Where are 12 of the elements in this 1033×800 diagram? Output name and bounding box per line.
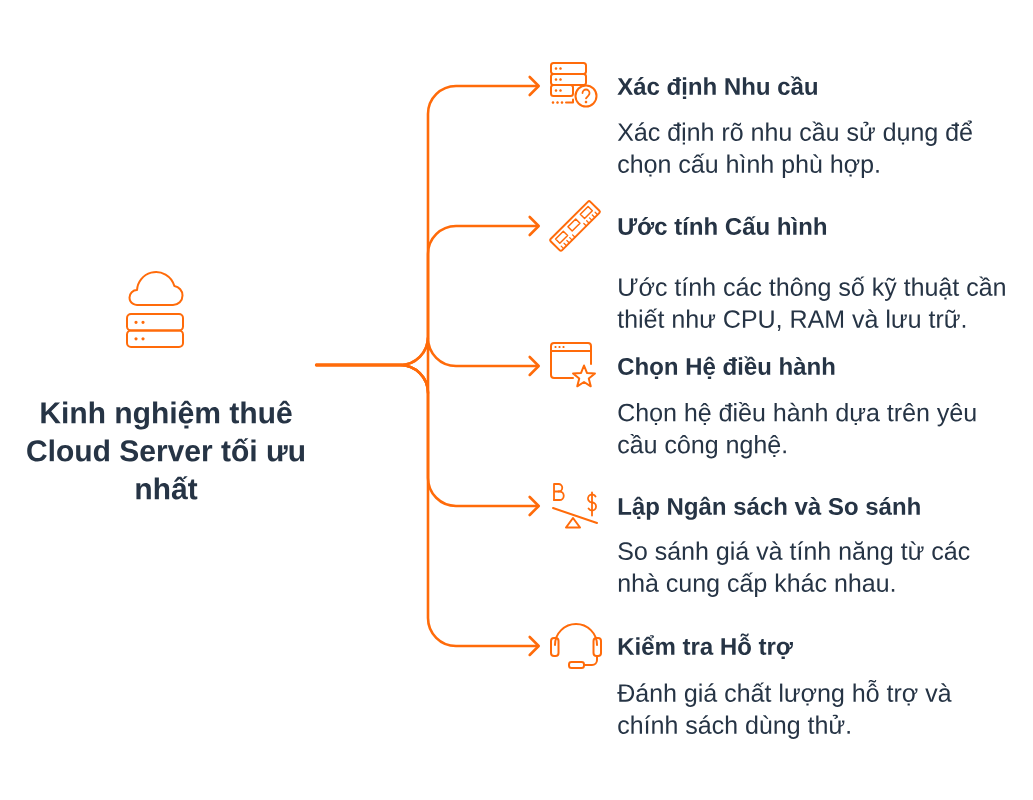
- description: Chọn hệ điều hành dựa trên yêu cầu công nghệ.: [618, 402, 976, 459]
- heading: Lập Ngân sách và So sánh: [618, 496, 920, 520]
- description: Đánh giá chất lượng hỗ trợ và chính sách dùng thử.: [617, 680, 952, 739]
- heading: Chọn Hệ điều hành: [618, 356, 835, 379]
- arrow: [314, 363, 540, 657]
- description: Xác định rõ nhu cầu sử dụng để chọn cấu hình phù hợp.: [617, 120, 972, 178]
- heading: Ước tính Cấu hình: [618, 216, 826, 235]
- description: So sánh giá và tính năng từ các nhà cung cấp khác nhau.: [618, 541, 970, 597]
- title: Kinh nghiệm thuê Cloud Server tối ưu nhất: [27, 400, 305, 500]
- heading: Kiểm tra Hỗ trợ: [618, 633, 793, 659]
- heading: Xác định Nhu cầu: [617, 76, 817, 99]
- description: Ước tính các thông số kỹ thuật cần thiết như CPU, RAM và lưu trữ.: [617, 276, 1005, 331]
